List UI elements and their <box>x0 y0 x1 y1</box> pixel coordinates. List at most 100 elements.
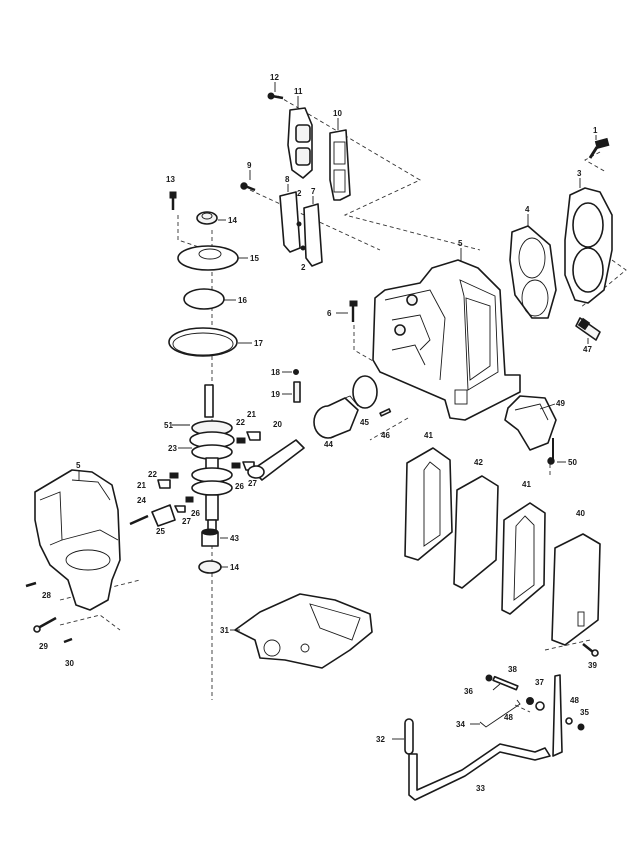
part-45-piston-ring <box>352 375 378 409</box>
callout-45: 45 <box>360 418 369 427</box>
callout-51: 51 <box>164 421 173 430</box>
part-40-exhaust-cover <box>551 533 601 646</box>
callout-43: 43 <box>230 534 239 543</box>
callout-36: 36 <box>464 687 473 696</box>
part-29-bolt <box>33 616 57 633</box>
callout-37: 37 <box>535 678 544 687</box>
part-6-bolt <box>349 300 358 322</box>
callout-50: 50 <box>568 458 577 467</box>
part-44-piston <box>313 395 359 439</box>
callout-46: 46 <box>381 431 390 440</box>
callout-18: 18 <box>271 368 280 377</box>
callout-42: 42 <box>474 458 483 467</box>
callout-9: 9 <box>247 161 252 170</box>
part-12-screw <box>267 92 284 100</box>
callout-21-left: 21 <box>137 481 146 490</box>
callout-32: 32 <box>376 735 385 744</box>
callout-12: 12 <box>270 73 279 82</box>
callout-15: 15 <box>250 254 259 263</box>
part-41-gasket-left <box>404 447 453 561</box>
part-16-gasket <box>183 288 225 310</box>
callout-40: 40 <box>576 509 585 518</box>
part-46-dowel-pin <box>379 408 392 417</box>
part-42-plate <box>453 475 499 589</box>
callout-44: 44 <box>324 440 333 449</box>
part-14-seal-top <box>196 211 218 225</box>
callout-41-left: 41 <box>424 431 433 440</box>
callout-48-right: 48 <box>570 696 579 705</box>
callout-21-upper: 21 <box>247 410 256 419</box>
callout-labels: 1 2 2 3 4 5 5 6 7 8 9 10 11 12 13 14 14 … <box>39 73 598 793</box>
callout-22-upper: 22 <box>236 418 245 427</box>
callout-6: 6 <box>327 309 332 318</box>
part-34-spring <box>479 699 521 728</box>
part-39-screw <box>582 643 599 657</box>
part-43-bearing <box>201 528 219 547</box>
part-50-screw <box>547 438 555 465</box>
callout-11: 11 <box>294 87 303 96</box>
callout-7: 7 <box>311 187 316 196</box>
callout-26-right: 26 <box>235 482 244 491</box>
callout-31: 31 <box>220 626 229 635</box>
callout-29: 29 <box>39 642 48 651</box>
callout-35: 35 <box>580 708 589 717</box>
part-5-crankcase <box>34 469 121 611</box>
part-37-washer <box>535 701 545 711</box>
part-32-handle <box>404 718 414 755</box>
callout-17: 17 <box>254 339 263 348</box>
callout-23: 23 <box>168 444 177 453</box>
callout-1: 1 <box>593 126 598 135</box>
part-1-bolt <box>588 137 610 159</box>
part-24-rod-cap <box>151 504 176 527</box>
part-18-clip <box>293 369 299 375</box>
part-9-screw <box>240 182 256 192</box>
callout-30: 30 <box>65 659 74 668</box>
callout-16: 16 <box>238 296 247 305</box>
callout-39: 39 <box>588 661 597 670</box>
part-25-screw <box>129 514 149 526</box>
part-27-bearing-half-left <box>174 505 186 513</box>
part-15-bearing-plate <box>177 245 239 271</box>
part-38-link-rod <box>492 675 519 691</box>
part-22-bearing-left <box>169 472 179 479</box>
callout-47: 47 <box>583 345 592 354</box>
part-33-shift-lever <box>408 674 563 801</box>
part-19-wrist-pin <box>293 381 301 403</box>
callout-14-top: 14 <box>228 216 237 225</box>
callout-34: 34 <box>456 720 465 729</box>
part-21-bearing-half-upper <box>246 431 261 441</box>
part-10-gasket <box>329 129 351 201</box>
part-35-nut <box>577 723 585 731</box>
callout-5-crankcase: 5 <box>76 461 81 470</box>
part-48-washer-right <box>565 717 573 725</box>
callout-4: 4 <box>525 205 530 214</box>
part-2-screws <box>296 221 306 251</box>
part-13-screw <box>169 191 177 210</box>
callout-10: 10 <box>333 109 342 118</box>
part-51-crankshaft <box>189 384 235 536</box>
part-31-gasket <box>234 593 373 669</box>
callout-28: 28 <box>42 591 51 600</box>
part-5-cylinder-block <box>372 259 521 421</box>
callout-26-left: 26 <box>191 509 200 518</box>
callout-27-right: 27 <box>248 479 257 488</box>
callout-3: 3 <box>577 169 582 178</box>
callout-41-right: 41 <box>522 480 531 489</box>
callout-20: 20 <box>273 420 282 429</box>
part-48-washer-left <box>526 697 534 705</box>
part-4-head-gasket <box>509 225 557 319</box>
callout-33: 33 <box>476 784 485 793</box>
part-8-reed-stop <box>279 191 301 253</box>
callout-13: 13 <box>166 175 175 184</box>
callout-8: 8 <box>285 175 290 184</box>
callout-19: 19 <box>271 390 280 399</box>
callout-27-left: 27 <box>182 517 191 526</box>
part-11-reed-block <box>287 107 313 179</box>
callout-2-lower: 2 <box>301 263 306 272</box>
part-7-reed-valve <box>303 203 323 267</box>
callout-24: 24 <box>137 496 146 505</box>
part-22-bearing-upper <box>236 437 246 444</box>
callout-leaders <box>78 82 597 740</box>
part-41-gasket-right <box>501 502 546 615</box>
